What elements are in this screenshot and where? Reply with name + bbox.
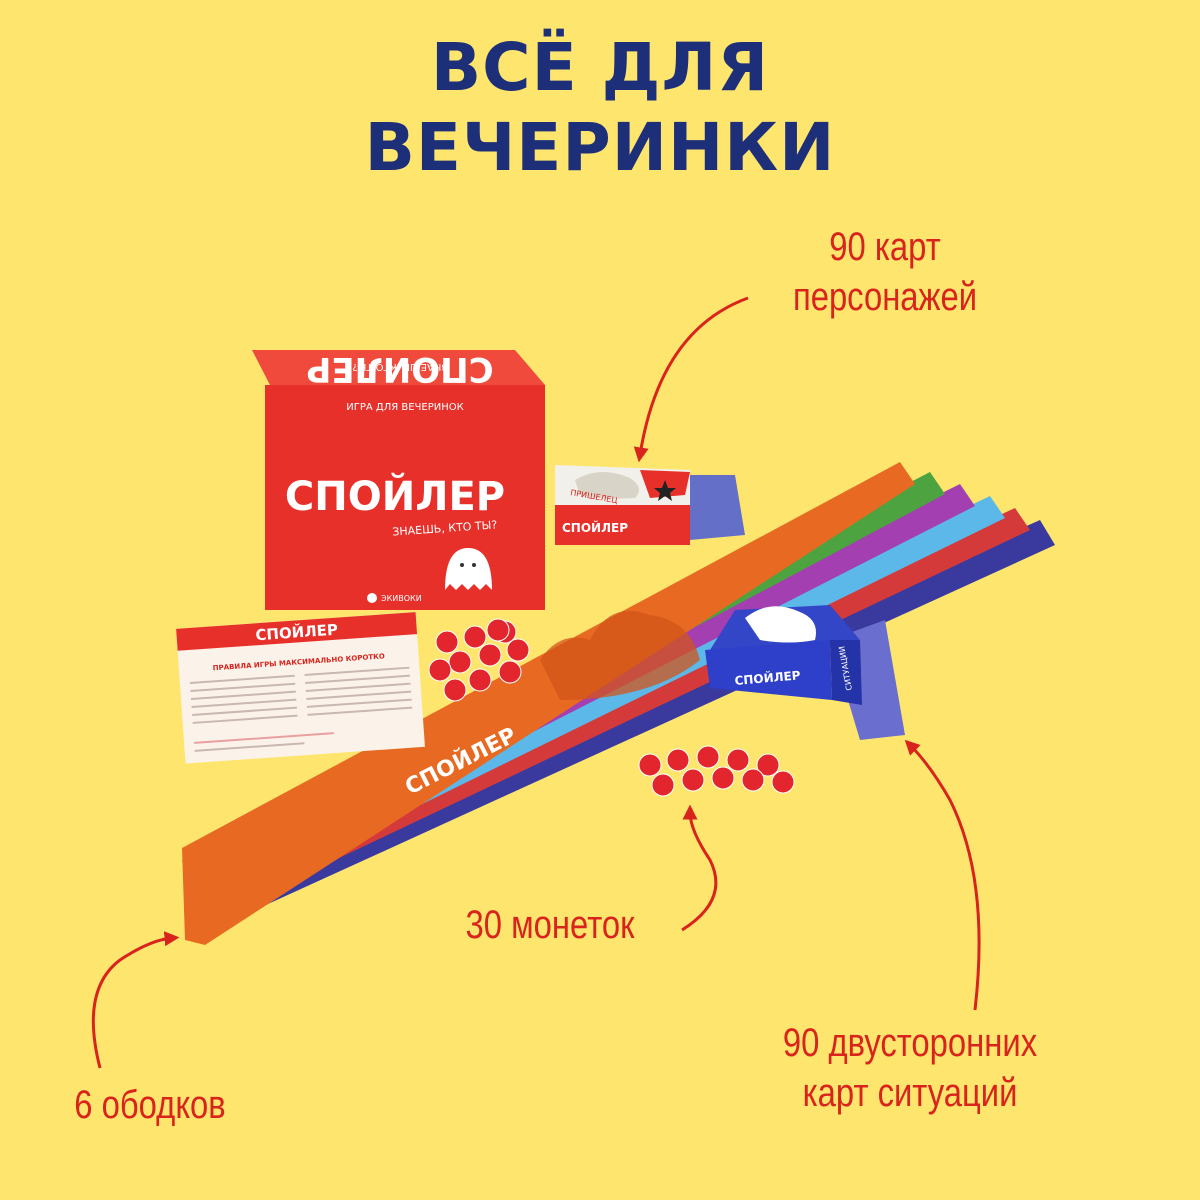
coin [696,745,720,769]
label-situation-cards-line-2: карт ситуаций [802,1071,1018,1115]
publisher-logo-icon [367,593,377,603]
coin [756,753,780,777]
label-situation-cards-line-1: 90 двусторонних [782,1021,1038,1065]
coin [498,660,522,684]
character-card-deck: ПРИШЕЛЕЦ СПОЙЛЕР [555,465,745,545]
coin [638,753,662,777]
label-situation-cards: 90 двусторонних карт ситуаций [754,1018,1066,1118]
coin [711,766,735,790]
label-character-cards: 90 карт персонажей [778,222,991,322]
coin [726,748,750,772]
situation-card-seal [745,606,816,643]
rules-card-body [176,612,425,764]
headline: ВСЁ ДЛЯ ВЕЧЕРИНКИ [0,28,1200,188]
ghost-eye-left [460,563,464,567]
arrow-coins [681,804,718,932]
headline-line-1: ВСЁ ДЛЯ [430,29,770,106]
label-character-cards-line-1: 90 карт [829,225,941,269]
ghost-icon [445,548,492,590]
box-top-brand: СПОЙЛЕР [306,349,493,390]
game-box: СПОЙЛЕР ЗНАЕШЬ, КТО ТЫ? ИГРА ДЛЯ ВЕЧЕРИН… [252,349,545,610]
box-genre: ИГРА ДЛЯ ВЕЧЕРИНОК [346,402,463,413]
coin [506,638,530,662]
label-headbands: 6 ободков [52,1080,249,1130]
rules-card: СПОЙЛЕР ПРАВИЛА ИГРЫ МАКСИМАЛЬНО КОРОТКО [176,612,425,764]
coin [443,678,467,702]
character-deck-cards-stack [680,475,745,540]
character-deck-brand: СПОЙЛЕР [562,520,628,535]
label-coins-text: 30 монеток [465,903,635,947]
headband-cat-ears [540,610,700,700]
coin [681,768,705,792]
coin [428,658,452,682]
coin [651,773,675,797]
coin [478,643,502,667]
box-top-subtitle: ЗНАЕШЬ, КТО ТЫ? [352,361,448,372]
coin [771,770,795,794]
coin-pile-1 [428,618,530,702]
label-headbands-text: 6 ободков [74,1083,226,1127]
coin [468,668,492,692]
situation-deck-brand: СПОЙЛЕР [734,667,801,688]
coin [448,650,472,674]
coin [666,748,690,772]
character-deck-front [555,505,690,545]
star-icon [654,480,676,501]
arrow-headbands [91,931,180,1069]
label-coins: 30 монеток [443,900,656,950]
headline-line-2: ВЕЧЕРИНКИ [364,109,836,186]
coin-pile-2 [638,745,795,797]
character-card-creature [575,471,639,499]
rules-card-header [176,612,418,651]
coin [463,625,487,649]
headband-strip-orange [182,462,915,945]
label-character-cards-line-2: персонажей [792,275,978,319]
situation-card-deck: СПОЙЛЕР СИТУАЦИИ [705,605,905,740]
box-brand: СПОЙЛЕР [285,472,505,520]
situation-deck-front [705,640,832,700]
coin [435,630,459,654]
arrow-situations [904,739,981,1011]
coin [486,618,510,642]
situation-deck-side [830,640,862,705]
coin [741,768,765,792]
box-top-face [252,350,545,385]
box-front-face [265,385,545,610]
box-publisher: ЭКИВОКИ [381,594,422,603]
arrow-characters [633,296,749,463]
ghost-eye-right [472,563,476,567]
